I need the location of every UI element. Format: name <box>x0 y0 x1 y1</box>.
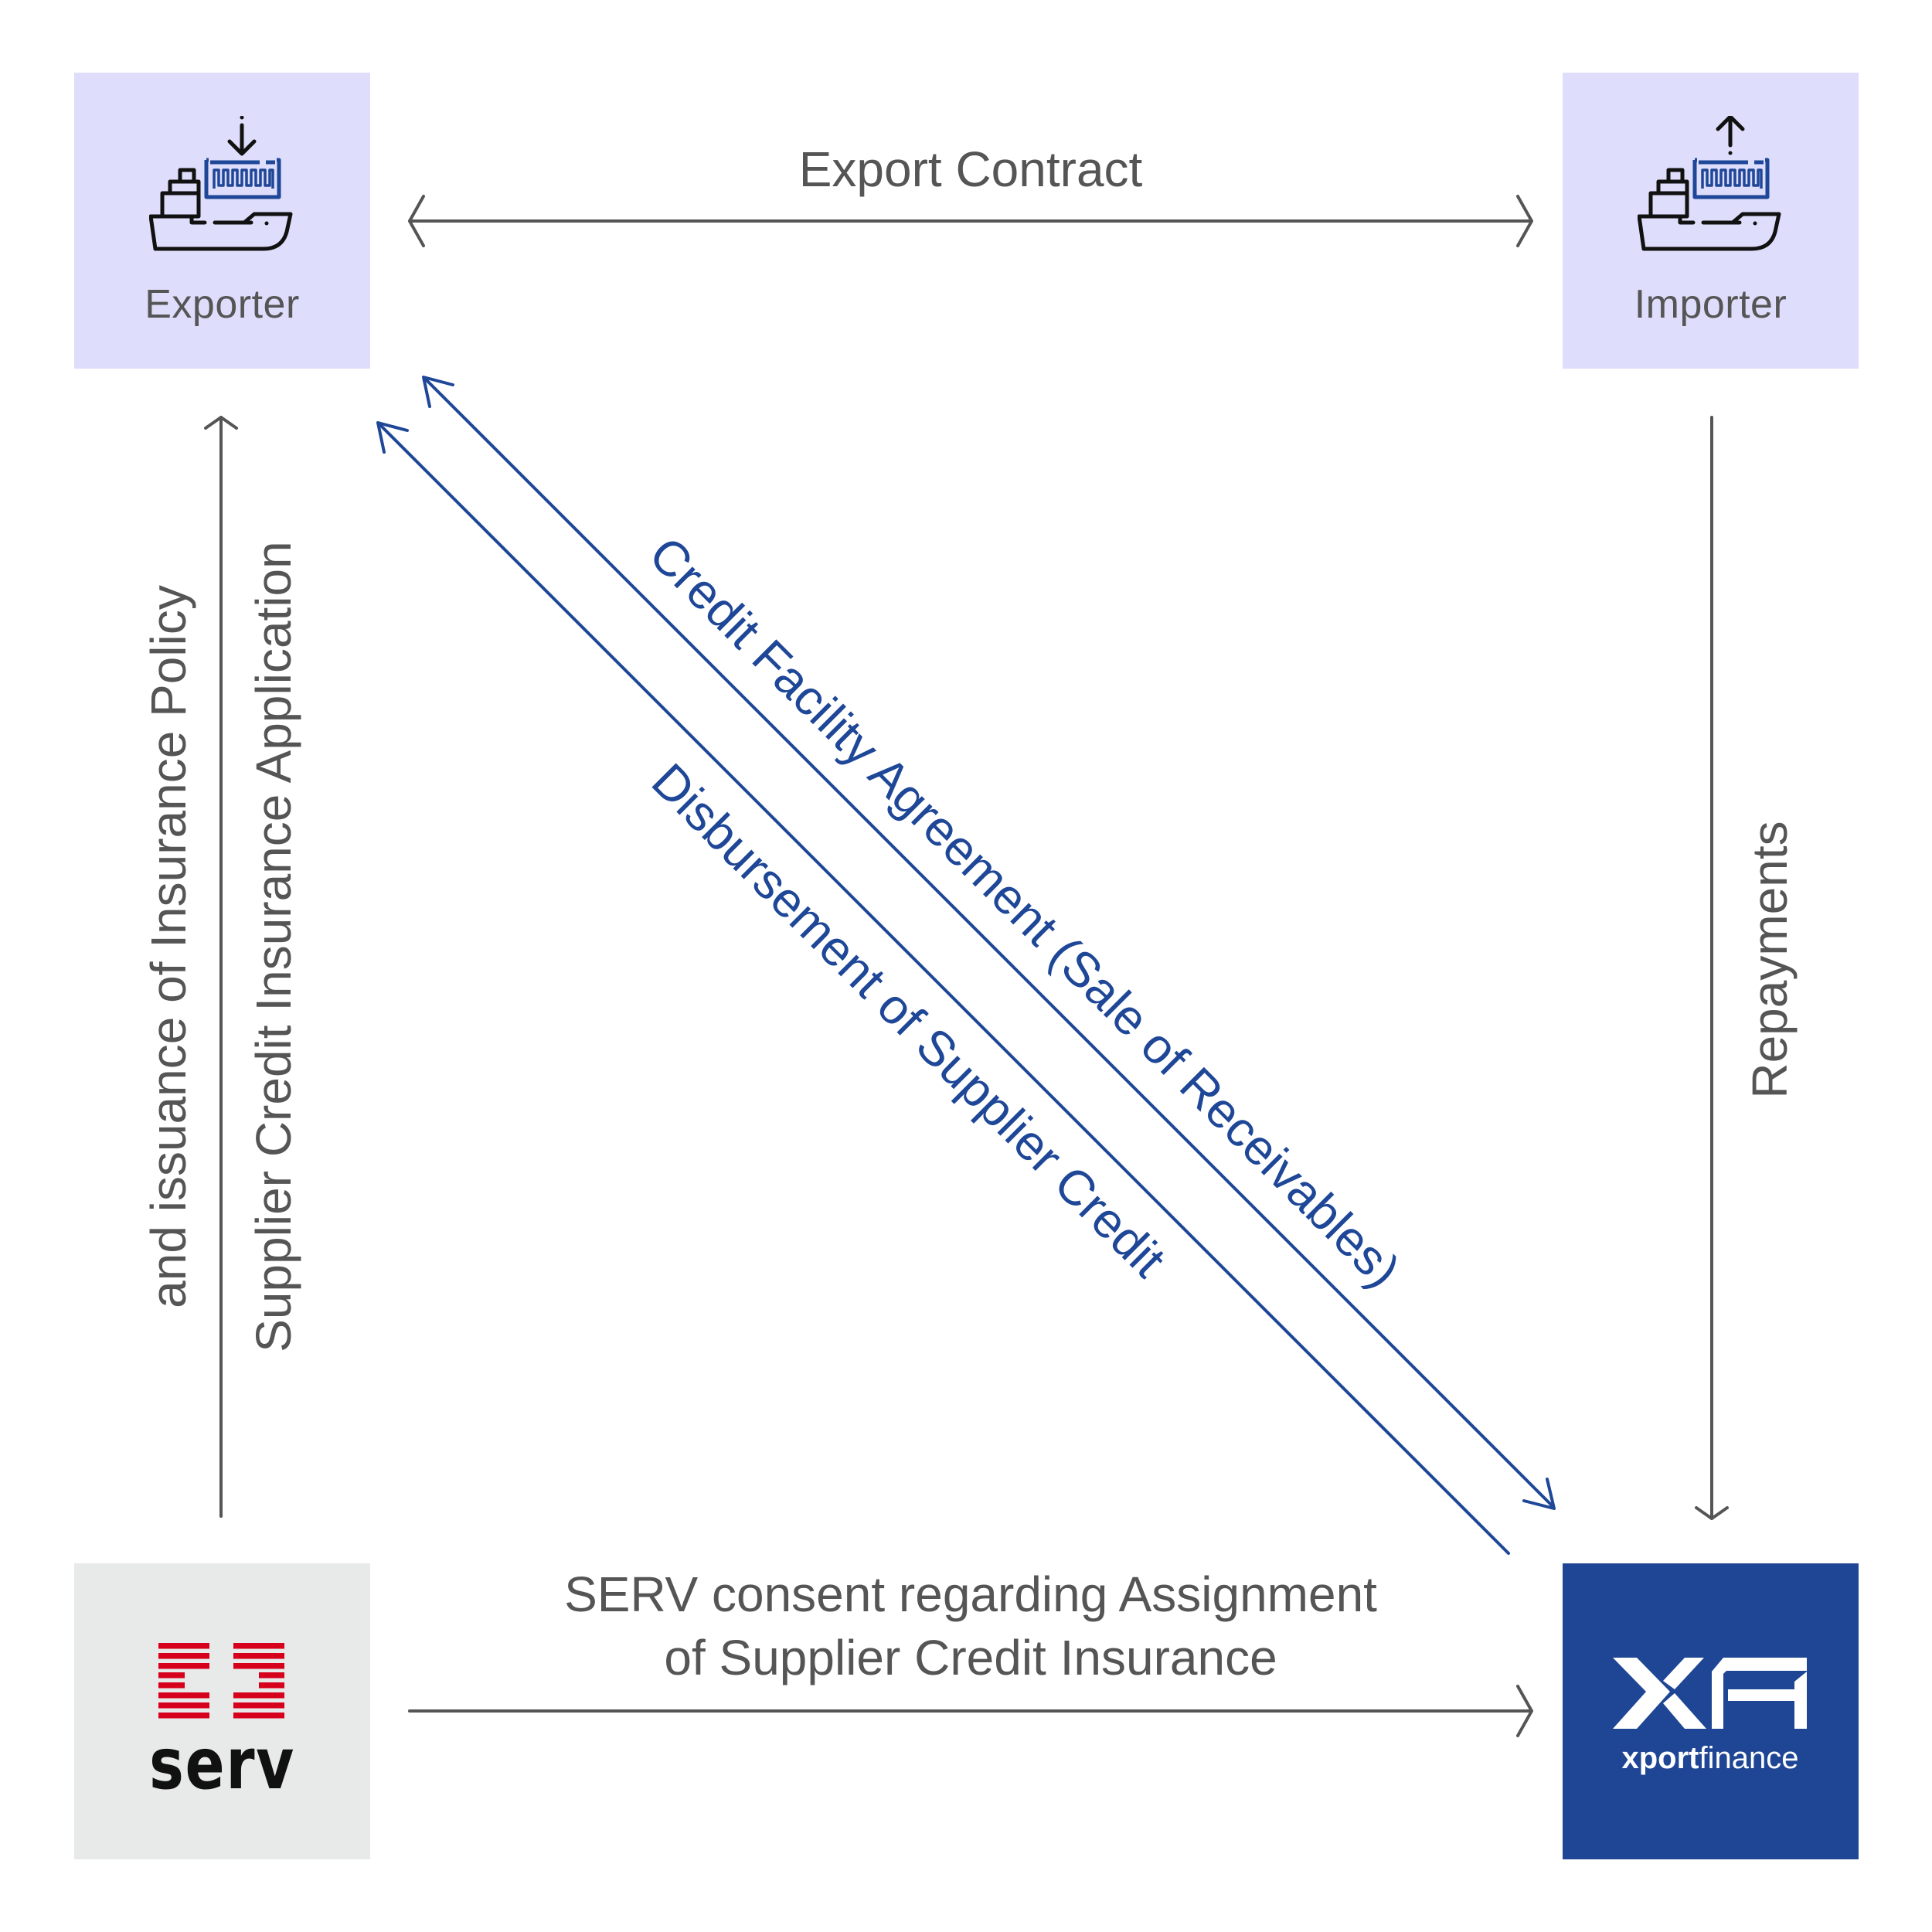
importer-node: Importer <box>1563 73 1859 369</box>
ship-container-load-icon <box>1638 116 1781 251</box>
disbursement-arrow <box>376 421 1510 1555</box>
export-contract-arrow <box>408 195 1533 247</box>
xfi-node: xportfinance XFI <box>1563 1563 1859 1859</box>
consent-label: SERV consent regarding Assignment of Sup… <box>406 1563 1535 1689</box>
serv-logo <box>158 1643 284 1719</box>
repayments-label: Repayments <box>1742 821 1798 1099</box>
exporter-label: Exporter <box>145 282 300 327</box>
consent-arrow <box>408 1685 1533 1737</box>
export-contract-label: Export Contract <box>798 141 1143 197</box>
insurance-label: and issuance of Insurance Policy Supplie… <box>137 444 305 1449</box>
xfi-tagline-bold: xport <box>1621 1741 1699 1775</box>
xfi-tagline-light: finance <box>1699 1741 1799 1775</box>
credit-facility-arrow <box>422 376 1556 1510</box>
consent-label-line2: of Supplier Credit Insurance <box>664 1630 1277 1685</box>
serv-node: serv <box>74 1563 370 1859</box>
serv-wordmark: serv <box>148 1723 296 1805</box>
insurance-label-line1: Supplier Credit Insurance Application <box>246 541 301 1352</box>
exporter-node: Exporter <box>74 73 370 369</box>
insurance-label-line2: and issuance of Insurance Policy <box>141 585 196 1308</box>
xfi-logo <box>1613 1658 1807 1729</box>
repayments-arrow <box>1695 416 1729 1520</box>
importer-label: Importer <box>1634 282 1787 327</box>
ship-container-unload-icon <box>149 116 293 251</box>
xfi-wordmark: xportfinance <box>1613 1740 1808 1776</box>
consent-label-line1: SERV consent regarding Assignment <box>564 1566 1377 1622</box>
credit-facility-label: Credit Facility Agreement (Sale of Recei… <box>638 526 1411 1298</box>
